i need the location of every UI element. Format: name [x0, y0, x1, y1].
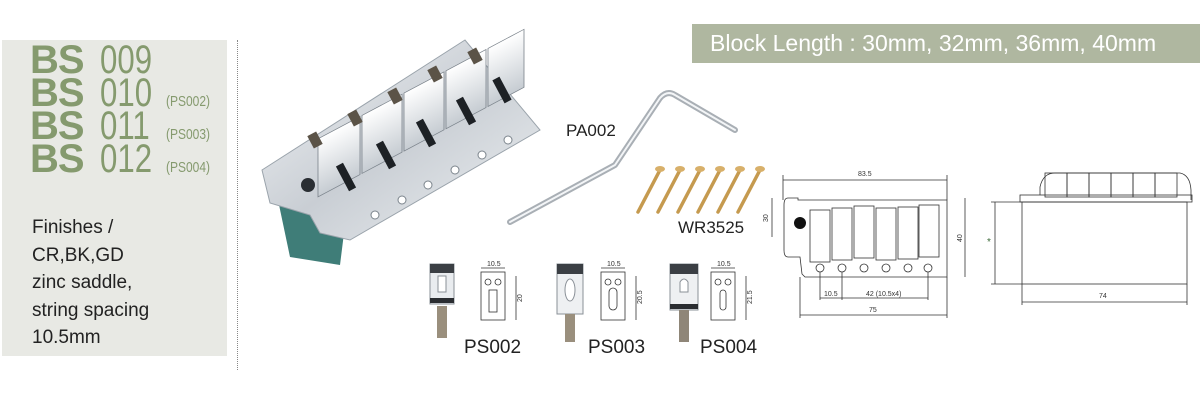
- spec-text: Finishes / CR,BK,GD zinc saddle, string …: [32, 214, 149, 352]
- saddle-ps004-drawing: 10.5 21.5: [710, 261, 754, 321]
- arm-socket: [301, 178, 315, 192]
- side-saddles: [1044, 172, 1178, 198]
- saddle-width-dim: 10.5: [717, 261, 731, 268]
- dim-total-height: 40: [957, 234, 964, 242]
- model-prefix: BS: [30, 137, 85, 181]
- dim-spacing-single: 10.5: [824, 291, 838, 298]
- model-row-bs010: BS 010 (PS002): [30, 71, 221, 115]
- saddle-height-dim: 20: [517, 294, 524, 302]
- model-prefix: BS: [30, 71, 85, 115]
- model-number: 012: [100, 137, 153, 181]
- model-number: 010: [100, 71, 153, 115]
- side-block: [1021, 201, 1188, 285]
- saddle-ps004-label: PS004: [700, 337, 758, 358]
- screws-part-label: WR3525: [678, 218, 745, 237]
- saddle-width-dim: 10.5: [487, 261, 501, 268]
- model-number: 011: [100, 104, 150, 148]
- spec-line: string spacing: [32, 299, 150, 321]
- dotted-divider: [237, 40, 238, 370]
- model-row-bs012: BS 012 (PS004): [30, 137, 221, 181]
- dim-hole-span: 75: [869, 307, 877, 314]
- spec-line: zinc saddle,: [32, 272, 133, 293]
- model-prefix: BS: [30, 38, 85, 82]
- dim-overall-width: 83.5: [858, 171, 872, 178]
- tremolo-block: [278, 200, 345, 265]
- saddle-width-dim: 10.5: [607, 261, 621, 268]
- block-length-banner: Block Length : 30mm, 32mm, 36mm, 40mm: [692, 24, 1200, 63]
- model-info-panel: BS 009 BS 010 (PS002) BS 011 (PS003) BS …: [2, 40, 227, 356]
- saddle-ps003-photo: [556, 263, 584, 342]
- saddle-ps004-photo: [669, 263, 699, 342]
- dim-spacing-span: 42 (10.5x4): [866, 291, 901, 298]
- model-prefix: BS: [30, 104, 85, 148]
- saddle-slots: [335, 76, 512, 192]
- model-row-bs011: BS 011 (PS003): [30, 104, 221, 148]
- model-saddle: (PS003): [166, 126, 211, 143]
- saddle-ps003-label: PS003: [588, 337, 646, 358]
- saddle-height-dim: 21.5: [747, 290, 754, 304]
- mounting-holes: [370, 135, 513, 220]
- tremolo-arm: [507, 90, 738, 225]
- bridge-top-drawing: 83.5 30 40 10.5 42 (10.5x4) 75: [763, 171, 966, 318]
- model-list: BS 009 BS 010 (PS002) BS 011 (PS003) BS …: [30, 38, 221, 181]
- model-saddle: (PS004): [166, 159, 211, 176]
- drawing-saddles: [809, 204, 940, 263]
- drawing-holes: [815, 263, 933, 273]
- mounting-screws: [636, 166, 765, 214]
- saddle-springs: [307, 47, 483, 149]
- model-number: 009: [100, 38, 153, 82]
- bridge-side-drawing: * 74: [987, 172, 1193, 305]
- model-saddle: (PS002): [166, 93, 211, 110]
- saddle-height-dim: 20.5: [637, 290, 644, 304]
- model-row-bs009: BS 009: [30, 38, 221, 82]
- saddle-ps002-label: PS002: [464, 337, 522, 358]
- spec-line: CR,BK,GD: [32, 244, 124, 266]
- dim-block-length: *: [987, 237, 991, 248]
- arm-part-label: PA002: [566, 121, 616, 140]
- saddle-ps002-drawing: 10.5 20: [480, 261, 524, 321]
- bridge-photo: [261, 28, 541, 265]
- saddle-ps002-photo: [429, 263, 455, 338]
- spec-line: Finishes /: [32, 217, 114, 238]
- dim-block-width: 74: [1099, 293, 1107, 300]
- spec-line: 10.5mm: [32, 327, 101, 348]
- dim-plate-height: 30: [763, 214, 770, 222]
- saddle-ps003-drawing: 10.5 20.5: [600, 261, 644, 321]
